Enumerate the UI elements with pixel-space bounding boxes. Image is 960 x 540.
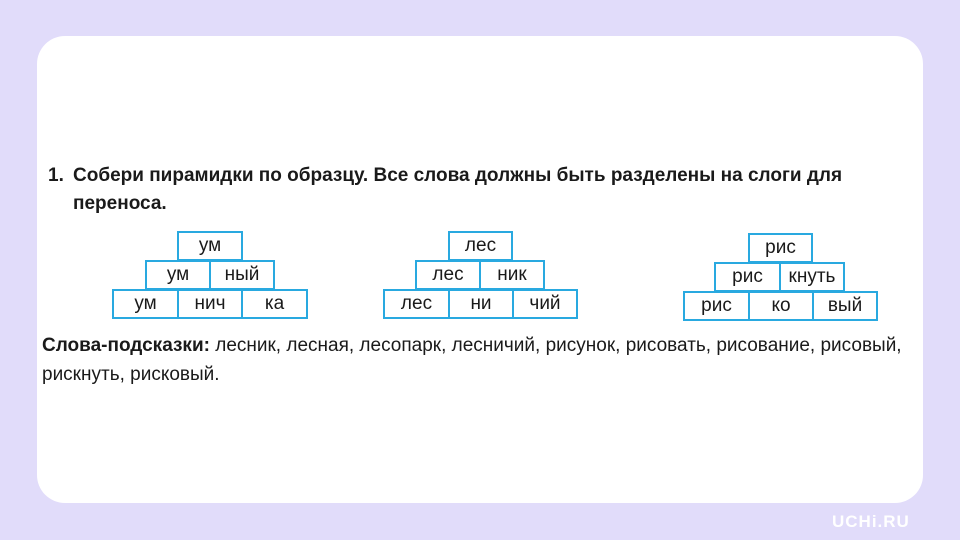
pyramid-cell: ум — [177, 231, 243, 261]
hint-text: лесник, лесная, лесопарк, лесничий, рису… — [42, 335, 902, 385]
pyramid-cell: ни — [448, 289, 514, 319]
pyramid-cell: нич — [177, 289, 243, 319]
pyramid-cell: рис — [748, 233, 813, 263]
pyramid-cell: рис — [714, 262, 781, 292]
pyramid-cell: чий — [512, 289, 578, 319]
pyramid-cell: ум — [145, 260, 211, 290]
pyramid-cell: вый — [812, 291, 878, 321]
pyramid-cell: кнуть — [779, 262, 845, 292]
pyramid-cell: ка — [241, 289, 308, 319]
pyramid-cell: рис — [683, 291, 750, 321]
pyramid-cell: ко — [748, 291, 814, 321]
pyramid-cell: лес — [415, 260, 481, 290]
hint-words: Слова-подсказки: лесник, лесная, лесопар… — [42, 331, 932, 389]
pyramid-cell: ный — [209, 260, 275, 290]
hint-label: Слова-подсказки: — [42, 335, 210, 356]
uchi-logo: UCHi.RU — [832, 512, 910, 531]
pyramid-cell: лес — [383, 289, 450, 319]
task-statement: 1. Собери пирамидки по образцу. Все слов… — [48, 162, 918, 218]
task-number: 1. — [48, 165, 64, 186]
pyramid-cell: ум — [112, 289, 179, 319]
pyramid-cell: ник — [479, 260, 545, 290]
pyramid-cell: лес — [448, 231, 513, 261]
task-text: Собери пирамидки по образцу. Все слова д… — [73, 165, 843, 214]
